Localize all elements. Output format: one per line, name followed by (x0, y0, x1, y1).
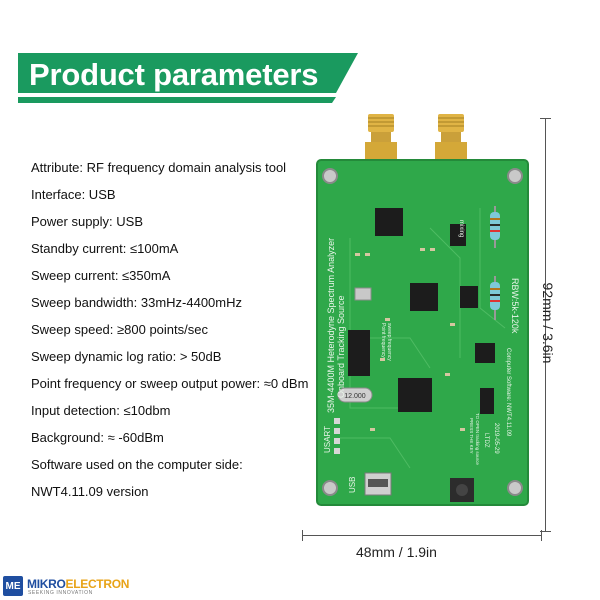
spec-interface: Interface: USB (31, 187, 116, 202)
chip-amp (348, 330, 370, 376)
logo-name: MIKROELECTRON (27, 577, 129, 591)
mounting-holes (322, 168, 523, 496)
spec-sweep-speed: Sweep speed: ≥800 points/sec (31, 322, 208, 337)
logo-name-accent: ELECTRON (65, 577, 130, 591)
sma-connector-right (435, 114, 467, 178)
board-press-key-sub: TO OPEN tracking source (475, 413, 480, 465)
spec-input: Input detection: ≤10dbm (31, 403, 171, 418)
chip-mixer (375, 208, 403, 236)
spec-software-label: Software used on the computer side: (31, 457, 243, 472)
board-sweep-freq: sweep frequency (386, 323, 392, 361)
spec-sweep-current: Sweep current: ≤350mA (31, 268, 171, 283)
board-press-key: PRESS THE KEY (469, 418, 474, 454)
logo-tagline: SEEKING INNOVATION (28, 590, 93, 596)
board-point-freq: Point frequency (380, 323, 386, 358)
spec-software-version: NWT4.11.09 version (31, 484, 149, 499)
board-subtitle: Onboard Tracking Source (336, 295, 346, 398)
banner-shape (18, 53, 358, 103)
spec-output-power: Point frequency or sweep output power: ≈… (31, 376, 309, 391)
board-title: 35M-4400M Heterodyne Spectrum Analyzer (326, 238, 336, 413)
board-mixing: mixing (458, 220, 464, 237)
spec-bandwidth: Sweep bandwidth: 33mHz-4400mHz (31, 295, 242, 310)
board-rbw: RBW:5k-120k (510, 278, 520, 334)
board-software: Computer Software: NWT4.11.09 (505, 348, 511, 437)
board-brand: LTDZ (483, 433, 489, 448)
board-usart: USART (323, 426, 332, 453)
spec-background: Background: ≈ -60dBm (31, 430, 164, 445)
height-dimension-line (536, 118, 556, 532)
width-dimension-line (302, 529, 542, 543)
spec-standby: Standby current: ≤100mA (31, 241, 179, 256)
pcb-body (316, 159, 529, 506)
product-image: 12.000 (310, 108, 535, 528)
resistor-2 (490, 276, 500, 320)
resistor-1 (490, 206, 500, 248)
header-banner: Product parameters (18, 53, 358, 103)
logo-mark: ME (3, 576, 23, 596)
banner-title: Product parameters (29, 57, 319, 92)
board-usb: USB (348, 477, 357, 493)
width-dimension-label: 48mm / 1.9in (356, 544, 437, 560)
crystal (337, 387, 373, 403)
height-dimension-label: 92mm / 3.6in (540, 282, 556, 364)
chip-pll (410, 283, 438, 311)
logo-name-main: MIKRO (27, 577, 66, 591)
spec-attribute: Attribute: RF frequency domain analysis … (31, 160, 287, 175)
spec-power-supply: Power supply: USB (31, 214, 143, 229)
spec-dynamic-ratio: Sweep dynamic log ratio: > 50dB (31, 349, 222, 364)
crystal-label: 12.000 (344, 393, 366, 400)
header-pins (334, 418, 340, 454)
chip-mcu (398, 378, 432, 412)
board-date: 2019-05-29 (493, 423, 499, 454)
pcb-board: 12.000 (316, 114, 529, 506)
